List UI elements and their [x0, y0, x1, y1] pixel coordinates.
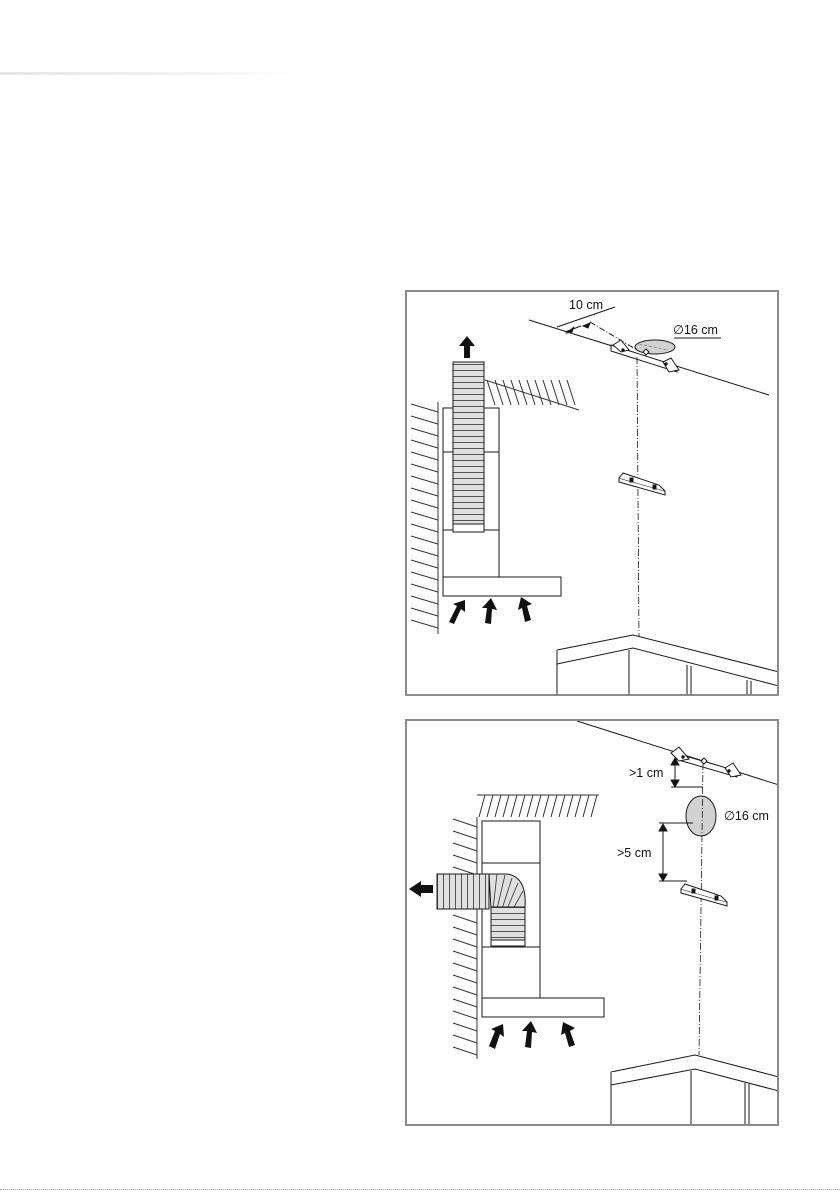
ceiling-hatching: [477, 795, 599, 817]
flexible-duct-vertical: [491, 907, 525, 943]
footer-rule: [0, 1189, 840, 1190]
header-rule: [0, 72, 296, 75]
exhaust-arrow-left-icon: [409, 881, 433, 897]
figure-vertical-duct-installation: 10 cm ∅16 cm: [405, 290, 779, 696]
figure-horizontal-duct-installation: >1 cm ∅16 cm >5 cm: [405, 719, 779, 1126]
flexible-duct-horizontal: [437, 874, 489, 909]
hood-canopy: [443, 577, 561, 596]
offset-dimension: [557, 307, 637, 350]
ceiling-hatching: [485, 380, 579, 410]
lower-gap-dimension: [659, 823, 693, 881]
center-line: [637, 357, 639, 637]
lower-mounting-bracket: [619, 473, 665, 495]
lower-gap-label: >5 cm: [617, 846, 651, 860]
wall-hatching: [453, 817, 477, 1059]
duct-collar: [453, 524, 484, 532]
air-intake-arrows-icon: [449, 597, 532, 624]
upper-gap-label: >1 cm: [629, 766, 663, 780]
kitchen-cabinet: [557, 635, 777, 694]
duct-collar: [491, 940, 525, 946]
diameter-label: ∅16 cm: [724, 809, 769, 823]
kitchen-cabinet: [611, 1055, 777, 1124]
diameter-label: ∅16 cm: [673, 323, 718, 337]
hood-canopy: [482, 998, 604, 1017]
wall-hatching: [411, 402, 438, 634]
upper-mounting-bracket: [671, 747, 741, 777]
flexible-duct: [453, 362, 484, 528]
exhaust-arrow-up-icon: [459, 336, 475, 358]
offset-label: 10 cm: [569, 298, 603, 312]
duct-opening: [686, 796, 716, 836]
diagram-horizontal-exhaust: >1 cm ∅16 cm >5 cm: [407, 721, 777, 1124]
lower-mounting-bracket: [681, 884, 727, 906]
diagram-vertical-exhaust: 10 cm ∅16 cm: [407, 292, 777, 694]
air-intake-arrows-icon: [489, 1021, 575, 1049]
